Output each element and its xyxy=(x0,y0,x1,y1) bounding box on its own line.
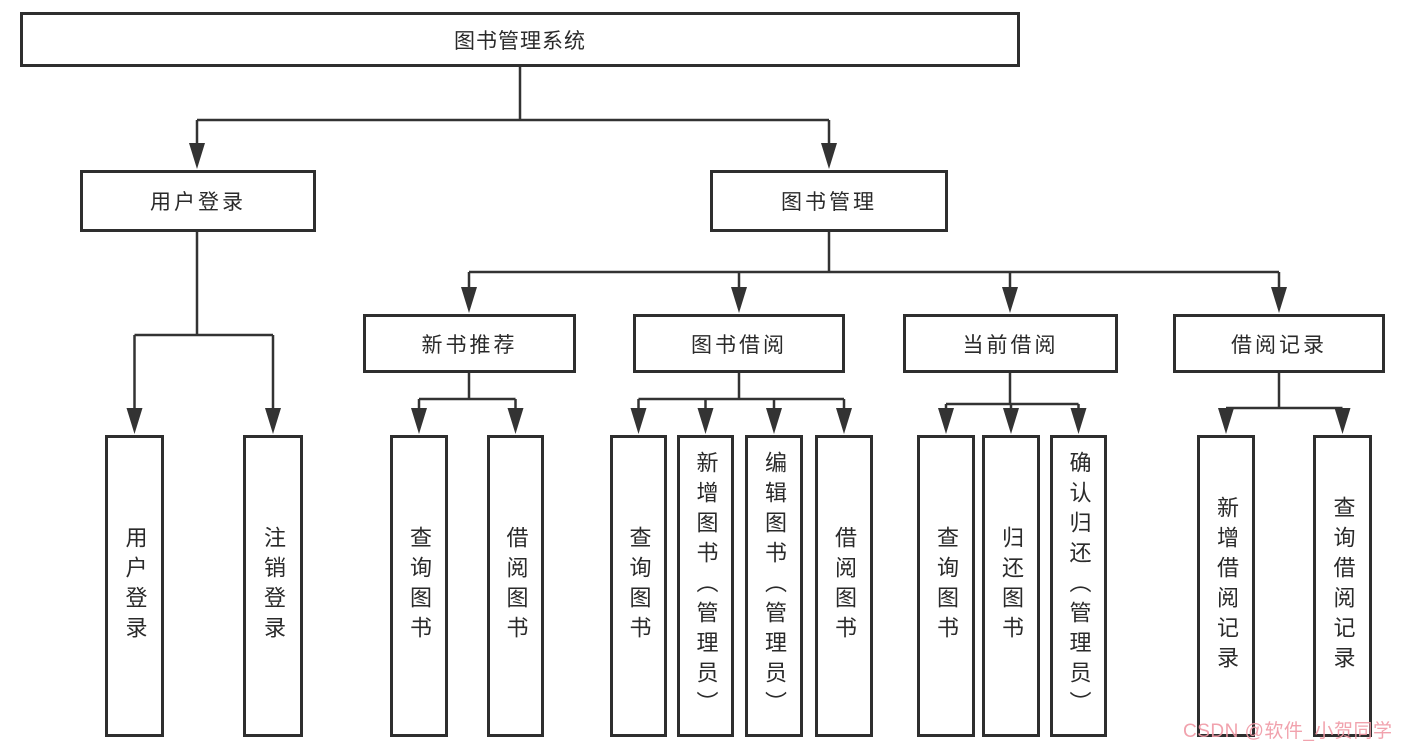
leaf-query-books-3: 查询图书 xyxy=(917,435,975,737)
leaf-logout: 注销登录 xyxy=(243,435,303,737)
leaf-query-borrow-record-label: 查询借阅记录 xyxy=(1330,496,1356,676)
node-current-borrowing: 当前借阅 xyxy=(903,314,1118,373)
leaf-user-login-label: 用户登录 xyxy=(122,526,148,646)
leaf-borrow-books-2-label: 借阅图书 xyxy=(832,526,857,646)
leaf-query-books-2-label: 查询图书 xyxy=(626,526,652,646)
node-new-book-recommend-label: 新书推荐 xyxy=(421,333,518,357)
node-borrow-records-label: 借阅记录 xyxy=(1231,333,1327,357)
csdn-watermark: CSDN @软件_小贺同学 xyxy=(1183,721,1393,742)
leaf-return-books-label: 归还图书 xyxy=(999,526,1024,646)
leaf-borrow-books-2: 借阅图书 xyxy=(815,435,873,737)
node-user-login-label: 用户登录 xyxy=(150,191,246,214)
leaf-add-borrow-record: 新增借阅记录 xyxy=(1197,435,1255,737)
leaf-borrow-books-1-label: 借阅图书 xyxy=(503,526,529,646)
leaf-query-books-1-label: 查询图书 xyxy=(407,526,432,646)
leaf-add-books-admin: 新增图书（管理员） xyxy=(677,435,734,737)
tree-edge-strokes xyxy=(133,66,1344,415)
node-book-borrowing: 图书借阅 xyxy=(633,314,845,373)
node-new-book-recommend: 新书推荐 xyxy=(363,314,576,373)
leaf-borrow-books-1: 借阅图书 xyxy=(487,435,544,737)
leaf-query-books-1: 查询图书 xyxy=(390,435,448,737)
leaf-return-books: 归还图书 xyxy=(982,435,1040,737)
leaf-logout-label: 注销登录 xyxy=(261,526,286,646)
node-book-borrowing-label: 图书借阅 xyxy=(691,333,787,357)
node-book-management: 图书管理 xyxy=(710,170,948,232)
leaf-edit-books-admin: 编辑图书（管理员） xyxy=(745,435,803,737)
node-root-label: 图书管理系统 xyxy=(454,29,586,53)
leaf-confirm-return-admin-label: 确认归还（管理员） xyxy=(1066,451,1092,721)
leaf-edit-books-admin-label: 编辑图书（管理员） xyxy=(762,451,787,721)
node-root: 图书管理系统 xyxy=(20,12,1020,67)
node-book-management-label: 图书管理 xyxy=(781,191,877,214)
leaf-user-login: 用户登录 xyxy=(105,435,164,737)
leaf-confirm-return-admin: 确认归还（管理员） xyxy=(1050,435,1107,737)
leaf-add-books-admin-label: 新增图书（管理员） xyxy=(693,451,719,721)
leaf-query-borrow-record: 查询借阅记录 xyxy=(1313,435,1372,737)
node-borrow-records: 借阅记录 xyxy=(1173,314,1385,373)
node-current-borrowing-label: 当前借阅 xyxy=(962,333,1059,357)
node-user-login: 用户登录 xyxy=(80,170,316,232)
leaf-query-books-3-label: 查询图书 xyxy=(934,526,959,646)
leaf-query-books-2: 查询图书 xyxy=(610,435,667,737)
leaf-add-borrow-record-label: 新增借阅记录 xyxy=(1214,496,1239,676)
arrowhead-icons xyxy=(126,143,1351,434)
